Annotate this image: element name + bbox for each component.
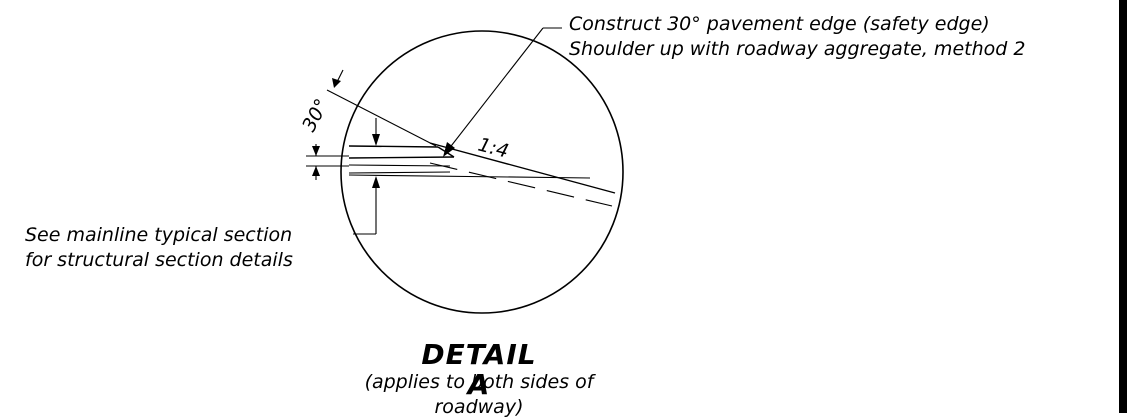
base-line-2 (348, 174, 591, 179)
pavement-top-line (348, 145, 439, 148)
base-line-1 (348, 164, 451, 167)
left-callout-note: See mainline typical section for structu… (25, 223, 293, 273)
dim-arrow-top-head (372, 134, 380, 146)
top-callout-leader (447, 27, 544, 151)
left-dim-arrow-bottom-head (312, 166, 320, 176)
angle-dimension-line (326, 89, 437, 147)
left-callout-line-1: See mainline typical section (25, 224, 293, 246)
detail-circle (340, 30, 624, 314)
detail-title: DETAIL A (421, 338, 537, 401)
top-callout-note: Construct 30° pavement edge (safety edge… (569, 12, 1025, 62)
subgrade-dashed-line (429, 162, 613, 207)
base-line-3 (348, 171, 451, 174)
pavement-bottom-line (348, 156, 455, 159)
shoulder-slope-line (429, 142, 616, 194)
top-callout-line-1: Construct 30° pavement edge (safety edge… (569, 13, 990, 35)
left-dim-arrow-top-head (312, 146, 320, 156)
sheet-border-right (1119, 0, 1127, 413)
left-callout-line-2: for structural section details (25, 249, 293, 271)
dim-arrow-bottom-head (372, 176, 380, 188)
top-callout-arrowhead (443, 142, 455, 157)
top-callout-line-2: Shoulder up with roadway aggregate, meth… (569, 38, 1026, 60)
angle-arrowhead (332, 78, 341, 88)
angle-label: 30° (298, 95, 333, 135)
slope-label: 1:4 (476, 134, 511, 163)
